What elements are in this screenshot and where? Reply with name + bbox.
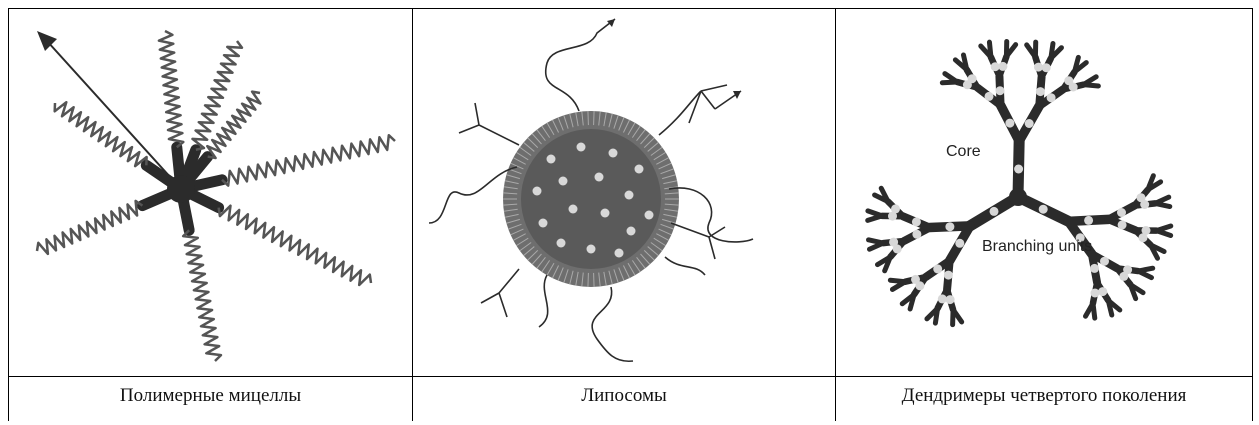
branch-node xyxy=(984,91,993,100)
drug-particle xyxy=(615,248,624,257)
branch-node xyxy=(937,294,946,303)
branch-node xyxy=(1119,271,1128,280)
antibody-ligand xyxy=(689,85,741,123)
polymer-chain xyxy=(54,102,146,166)
peg-chain xyxy=(669,187,753,241)
liposome-cell xyxy=(413,9,836,377)
dendrimer-branch xyxy=(890,280,905,281)
branch-node xyxy=(1140,200,1149,209)
dendrimer-branch xyxy=(867,210,881,215)
branch-node xyxy=(1034,62,1043,71)
polymer-chain xyxy=(183,230,221,361)
branch-node xyxy=(943,270,952,279)
drug-particle xyxy=(625,190,634,199)
dendrimer-branch xyxy=(1083,84,1098,85)
polymer-chain xyxy=(218,205,370,284)
branching-units-label: Branching units xyxy=(982,238,1092,255)
branch-node xyxy=(1068,82,1077,91)
caption-dendrimers: Дендримеры четвертого поколения xyxy=(836,377,1253,421)
branch-node xyxy=(989,206,998,215)
polymer-chain xyxy=(158,31,182,147)
antibody-ligand xyxy=(459,103,519,145)
branch-node xyxy=(1098,287,1107,296)
branch-node xyxy=(1117,220,1126,229)
branch-node xyxy=(990,62,999,71)
branch-node xyxy=(1138,233,1147,242)
branch-node xyxy=(955,238,964,247)
dendrimer-cell: CoreBranching units xyxy=(836,9,1253,377)
caption-row: Полимерные мицеллы Липосомы Дендримеры ч… xyxy=(9,377,1253,421)
drug-particle xyxy=(547,154,556,163)
branch-node xyxy=(1100,256,1109,265)
dendrimer-core xyxy=(1009,188,1027,206)
peg-chain xyxy=(659,91,701,135)
branch-node xyxy=(1014,164,1023,173)
drug-particle xyxy=(587,244,596,253)
branch-node xyxy=(889,237,898,246)
branch-node xyxy=(1117,208,1126,217)
branch-node xyxy=(1090,288,1099,297)
polymer-chain xyxy=(37,200,142,253)
branch-node xyxy=(1046,93,1055,102)
drug-particle xyxy=(533,186,542,195)
drug-particle xyxy=(539,218,548,227)
branch-node xyxy=(945,295,954,304)
drug-particle xyxy=(601,208,610,217)
dendrimer-branch xyxy=(1155,203,1170,206)
branch-node xyxy=(1035,87,1044,96)
drug-particle xyxy=(645,210,654,219)
drug-particle xyxy=(595,172,604,181)
antibody-ligand xyxy=(671,223,725,259)
micelle-cell xyxy=(9,9,413,377)
branch-node xyxy=(911,217,920,226)
caption-liposomes: Липосомы xyxy=(413,377,836,421)
drug-particle xyxy=(627,226,636,235)
drug-particle xyxy=(577,142,586,151)
drug-particle xyxy=(559,176,568,185)
drug-particle xyxy=(609,148,618,157)
drug-particle xyxy=(635,164,644,173)
dendrimer-branch xyxy=(963,55,966,70)
branch-node xyxy=(1038,204,1047,213)
branch-node xyxy=(998,61,1007,70)
arrow-shaft xyxy=(47,41,181,189)
branch-node xyxy=(911,274,920,283)
micelle-core xyxy=(167,175,195,203)
drug-particle xyxy=(557,238,566,247)
dendrimer-branch xyxy=(1156,230,1170,235)
branch-node xyxy=(933,264,942,273)
caption-micelles: Полимерные мицеллы xyxy=(9,377,413,421)
dendrimer-branch xyxy=(989,42,990,57)
peg-chain xyxy=(539,275,548,327)
peg-chain xyxy=(546,19,615,111)
branch-node xyxy=(1090,263,1099,272)
branch-node xyxy=(912,229,921,238)
branch-node xyxy=(1024,119,1033,128)
branch-node xyxy=(945,222,954,231)
dendrimer-branch xyxy=(1108,300,1112,315)
branch-node xyxy=(1084,215,1093,224)
branch-node xyxy=(1005,118,1014,127)
dendrimer-branch xyxy=(1137,271,1151,278)
peg-chain xyxy=(665,257,705,275)
peg-chain xyxy=(592,287,633,361)
branch-node xyxy=(1041,63,1050,72)
liposome-illustration xyxy=(419,13,829,373)
branch-node xyxy=(967,74,976,83)
polymer-chain xyxy=(221,135,394,185)
polymeric-micelle-illustration xyxy=(15,13,407,373)
core-label: Core xyxy=(946,143,981,160)
antibody-ligand xyxy=(481,269,519,317)
arrow-head-icon xyxy=(607,19,615,27)
drug-particle xyxy=(569,204,578,213)
image-row: CoreBranching units xyxy=(9,9,1253,377)
branch-node xyxy=(891,204,900,213)
branch-node xyxy=(995,86,1004,95)
dendrimer-branch xyxy=(868,239,883,242)
